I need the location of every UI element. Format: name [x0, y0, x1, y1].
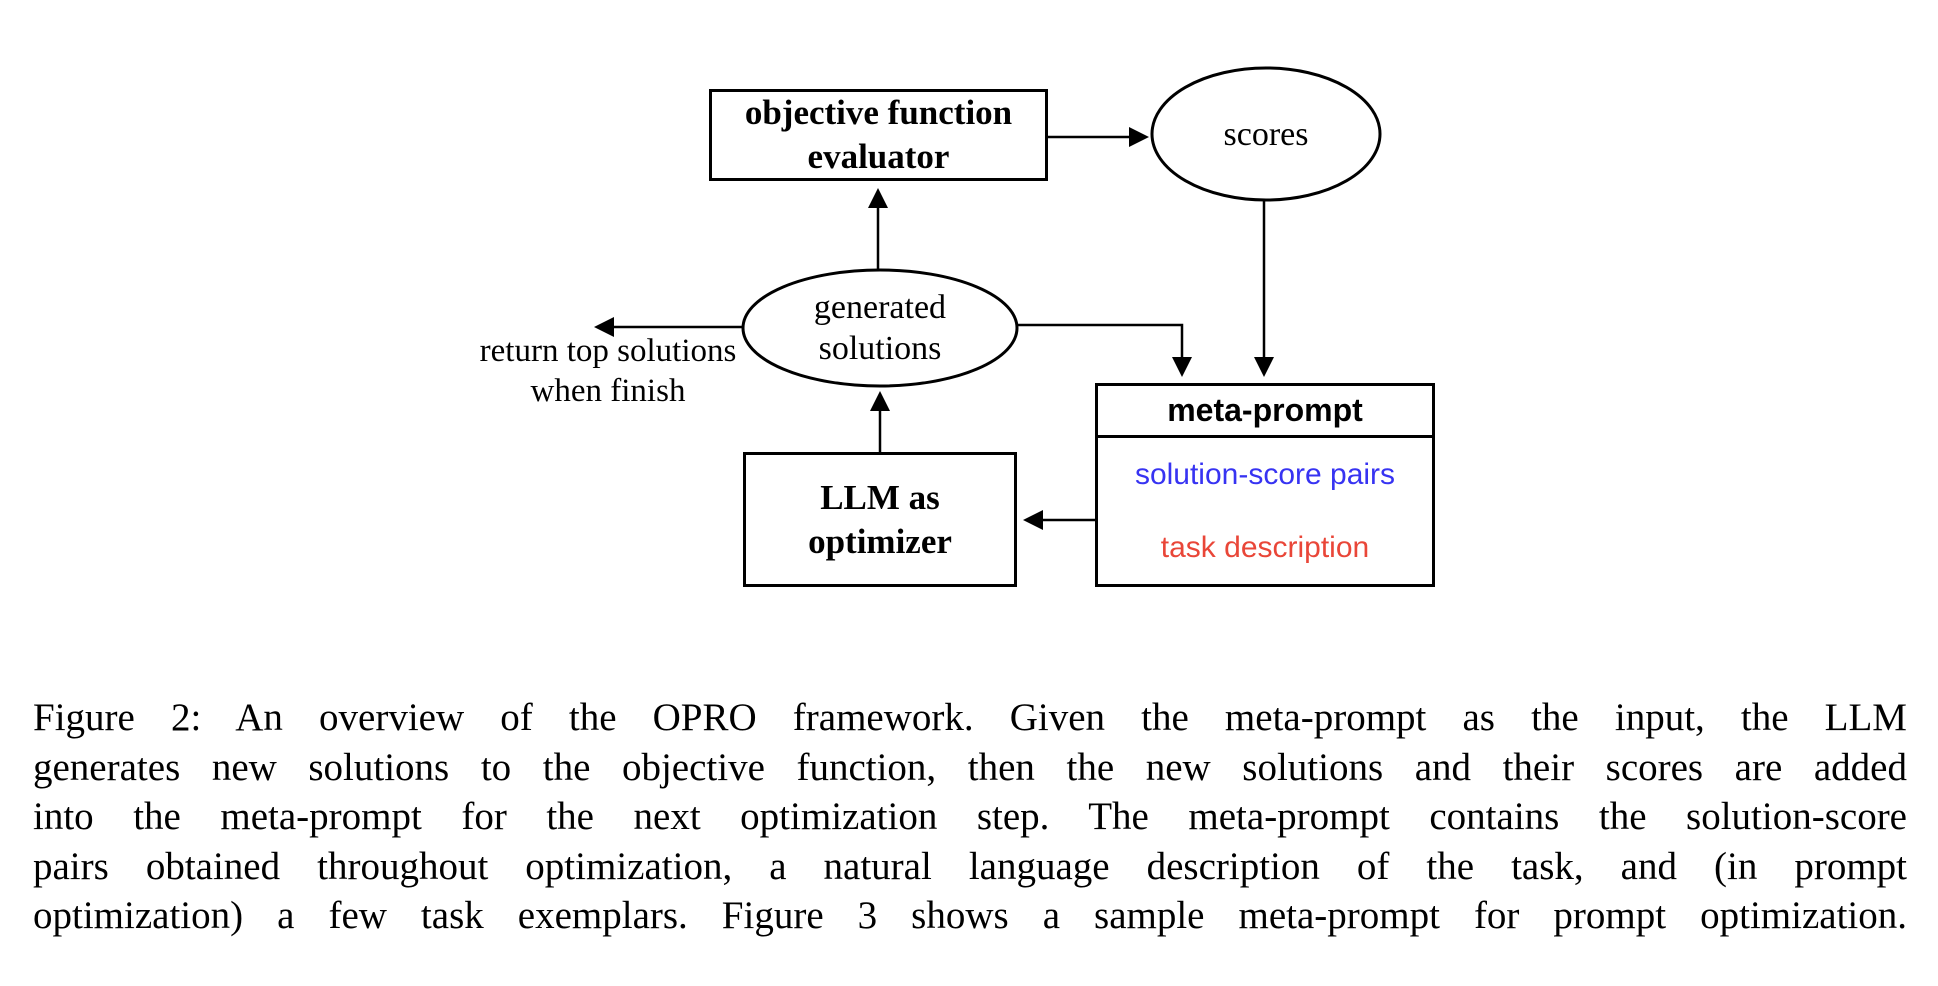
- connector-lines: [594, 66, 1382, 530]
- caption-line-5: optimization) a few task exemplars. Figu…: [33, 894, 1907, 937]
- scores-ellipse: [1150, 66, 1382, 202]
- generated-label-line1: generated: [813, 289, 947, 326]
- meta-prompt-box: meta-prompt solution-score pairs task de…: [1095, 383, 1435, 587]
- evaluator-label-line1: objective function: [744, 93, 1013, 132]
- llm-label-line2: optimizer: [808, 521, 952, 561]
- caption-line-1: Figure 2: An overview of the OPRO framew…: [33, 696, 1907, 739]
- meta-prompt-body: solution-score pairs task description: [1098, 438, 1432, 584]
- scores-label: scores: [1223, 115, 1309, 153]
- generated-label-line2: solutions: [818, 330, 942, 367]
- llm-as-optimizer-box: LLM as optimizer: [743, 452, 1017, 587]
- return-note-line2: when finish: [530, 373, 686, 409]
- caption-line-4: pairs obtained throughout optimization, …: [33, 844, 1907, 888]
- return-note: return top solutions when finish: [448, 331, 768, 411]
- arrow-generated-to-meta-prompt: [1017, 323, 1192, 377]
- solution-score-pairs-label: solution-score pairs: [1134, 457, 1396, 491]
- return-note-line1: return top solutions: [479, 333, 737, 369]
- caption-line-2: generates new solutions to the objective…: [33, 745, 1907, 789]
- scores-node: scores: [1152, 68, 1380, 200]
- llm-label-line1: LLM as: [820, 477, 940, 517]
- opro-framework-diagram: objective function evaluator scores gene…: [448, 66, 1435, 587]
- task-description-label: task description: [1160, 530, 1370, 564]
- figure-caption: Figure 2: An overview of the OPRO framew…: [33, 695, 1907, 943]
- generated-solutions-node: generated solutions: [743, 270, 1017, 386]
- caption-line-3: into the meta-prompt for the next optimi…: [33, 795, 1907, 838]
- evaluator-label-line2: evaluator: [807, 137, 950, 176]
- objective-function-evaluator-box: objective function evaluator: [709, 89, 1048, 181]
- meta-prompt-title: meta-prompt: [1098, 386, 1432, 438]
